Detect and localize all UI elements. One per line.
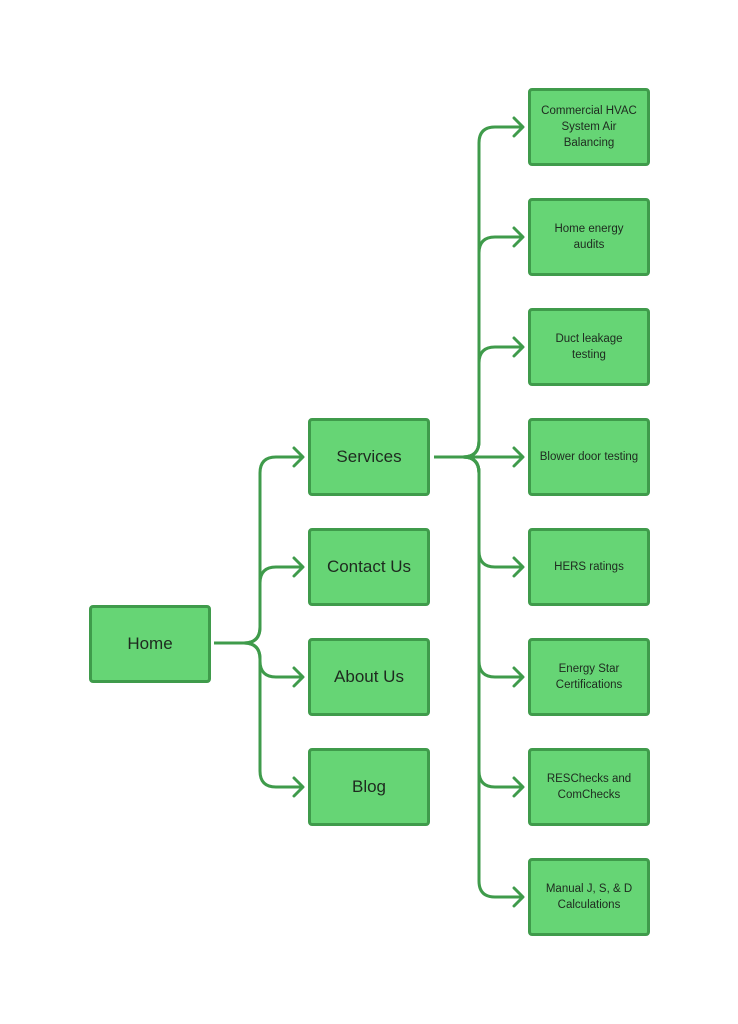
- node-about-us[interactable]: About Us: [308, 638, 430, 716]
- connector-services-to-child: [434, 455, 523, 899]
- node-duct-leakage[interactable]: Duct leakage testing: [528, 308, 650, 386]
- arrowhead-icon: [512, 776, 525, 798]
- node-services[interactable]: Services: [308, 418, 430, 496]
- node-label: Manual J, S, & D Calculations: [545, 883, 633, 911]
- arrowhead-icon: [292, 666, 305, 688]
- node-blog[interactable]: Blog: [308, 748, 430, 826]
- arrowhead-icon: [512, 666, 525, 688]
- node-contact-us[interactable]: Contact Us: [308, 528, 430, 606]
- node-reschecks[interactable]: RESChecks and ComChecks: [528, 748, 650, 826]
- arrowhead-icon: [292, 556, 305, 578]
- node-label: Energy Star Certifications: [555, 663, 623, 691]
- node-blower-door[interactable]: Blower door testing: [528, 418, 650, 496]
- node-label: Blower door testing: [539, 451, 639, 463]
- arrowhead-icon: [292, 446, 305, 468]
- node-label: Blog: [351, 777, 387, 796]
- connector-home-to-level1: [214, 565, 303, 645]
- connector-home-to-level1: [214, 641, 303, 789]
- node-home[interactable]: Home: [89, 605, 211, 683]
- node-manual-jsd[interactable]: Manual J, S, & D Calculations: [528, 858, 650, 936]
- node-home-energy-audits[interactable]: Home energy audits: [528, 198, 650, 276]
- arrowhead-icon: [512, 116, 525, 138]
- node-label: Commercial HVAC System Air Balancing: [541, 105, 637, 149]
- node-commercial-hvac[interactable]: Commercial HVAC System Air Balancing: [528, 88, 650, 166]
- node-label: HERS ratings: [554, 561, 624, 573]
- arrowhead-icon: [292, 776, 305, 798]
- node-hers-ratings[interactable]: HERS ratings: [528, 528, 650, 606]
- arrowhead-icon: [512, 886, 525, 908]
- node-label: About Us: [334, 667, 404, 686]
- node-label: RESChecks and ComChecks: [546, 773, 632, 801]
- node-label: Home: [127, 634, 173, 653]
- node-label: Services: [336, 447, 402, 466]
- arrowhead-icon: [512, 556, 525, 578]
- connector-services-to-child: [434, 345, 523, 459]
- node-label: Contact Us: [326, 557, 412, 576]
- node-energy-star[interactable]: Energy Star Certifications: [528, 638, 650, 716]
- node-label: Duct leakage testing: [555, 333, 623, 361]
- arrowhead-icon: [512, 446, 525, 468]
- arrowhead-icon: [512, 226, 525, 248]
- node-label: Home energy audits: [554, 223, 624, 251]
- arrowhead-icon: [512, 336, 525, 358]
